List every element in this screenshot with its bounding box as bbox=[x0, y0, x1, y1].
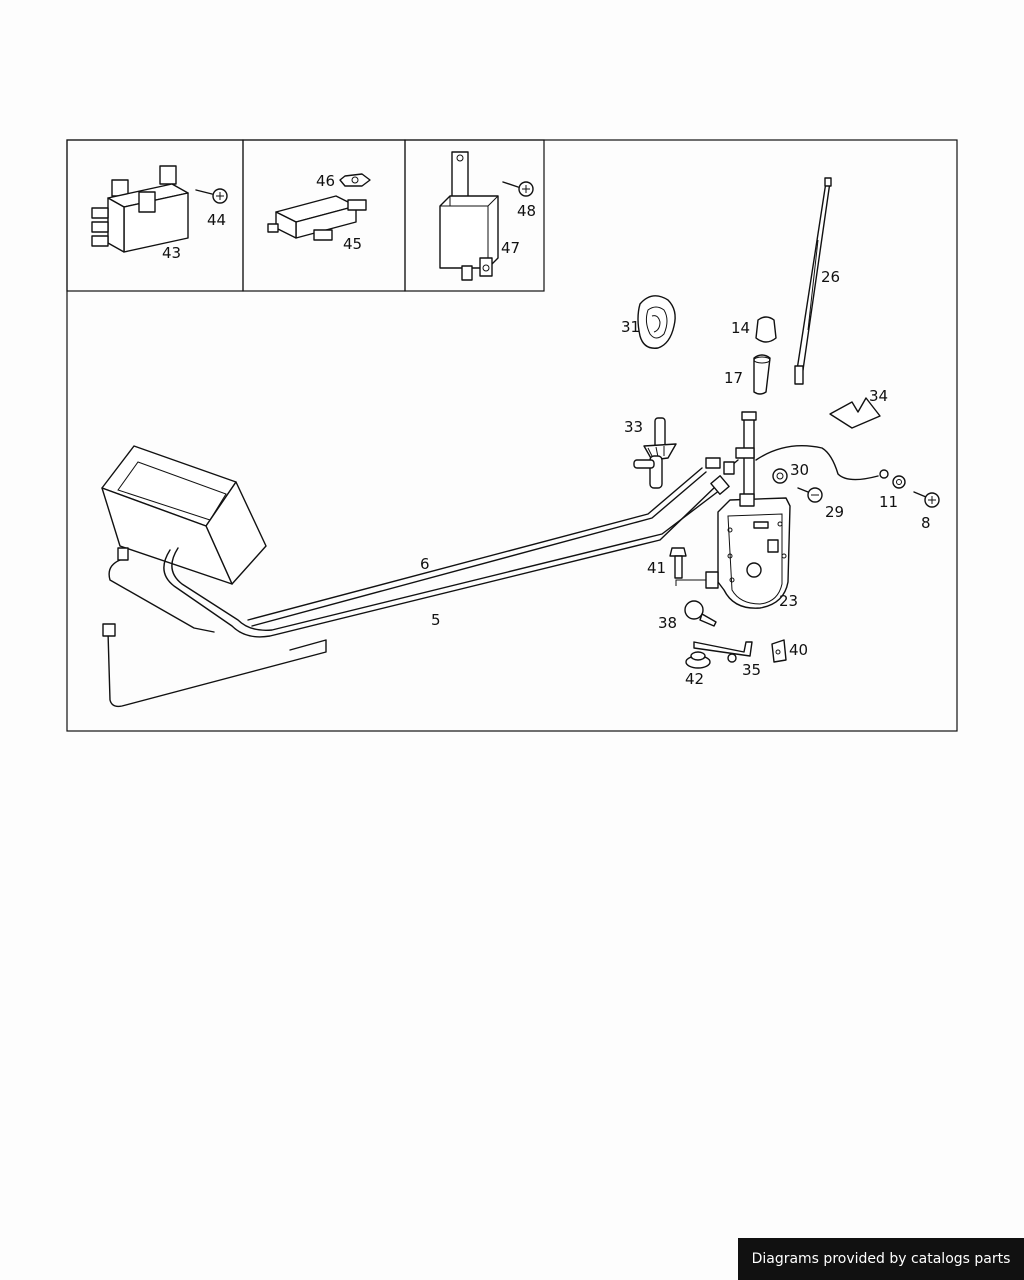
callout-40: 40 bbox=[789, 641, 808, 659]
callout-48: 48 bbox=[517, 202, 536, 220]
part-31-grommet bbox=[637, 295, 676, 349]
cable-6-inner bbox=[251, 471, 707, 627]
part-43-control-module bbox=[91, 165, 189, 253]
callout-26: 26 bbox=[821, 268, 840, 286]
cable-6 bbox=[247, 467, 703, 621]
callout-38: 38 bbox=[658, 614, 677, 632]
callout-43: 43 bbox=[162, 244, 181, 262]
part-23-antenna-housing bbox=[675, 411, 791, 609]
callout-11: 11 bbox=[879, 493, 898, 511]
callout-41: 41 bbox=[647, 559, 666, 577]
callout-47: 47 bbox=[501, 239, 520, 257]
wiring-harness-lower bbox=[108, 559, 215, 633]
part-48-screw bbox=[502, 181, 534, 197]
part-47-bracket-module bbox=[439, 151, 499, 281]
cable-6-connector bbox=[705, 457, 721, 469]
callout-14: 14 bbox=[731, 319, 750, 337]
credit-banner: Diagrams provided by catalogs parts bbox=[738, 1238, 1024, 1280]
inset-box-47 bbox=[404, 139, 545, 292]
callout-30: 30 bbox=[790, 461, 809, 479]
callout-5: 5 bbox=[431, 611, 441, 629]
harness-connector-bottom bbox=[102, 623, 116, 637]
callout-34: 34 bbox=[869, 387, 888, 405]
callout-17: 17 bbox=[724, 369, 743, 387]
callout-29: 29 bbox=[825, 503, 844, 521]
callout-35: 35 bbox=[742, 661, 761, 679]
part-35-strap-bracket bbox=[693, 641, 753, 663]
callout-42: 42 bbox=[685, 670, 704, 688]
callout-8: 8 bbox=[921, 514, 931, 532]
cable-5 bbox=[163, 485, 717, 638]
part-30-lock-washer bbox=[772, 468, 788, 484]
cable-5-connector bbox=[710, 475, 730, 495]
cable-5-inner bbox=[171, 489, 721, 631]
part-26-antenna-mast bbox=[794, 177, 832, 385]
callout-45: 45 bbox=[343, 235, 362, 253]
callout-46: 46 bbox=[316, 172, 335, 190]
part-8-screw bbox=[913, 491, 940, 508]
callout-6: 6 bbox=[420, 555, 430, 573]
part-11-washer bbox=[892, 475, 906, 489]
wiring-harness-ground bbox=[107, 631, 327, 708]
part-44-screw bbox=[195, 188, 228, 204]
callout-23: 23 bbox=[779, 592, 798, 610]
callout-31: 31 bbox=[621, 318, 640, 336]
part-40-clip bbox=[771, 639, 787, 663]
ground-strap-wire bbox=[755, 445, 879, 481]
part-29-screw bbox=[797, 487, 823, 503]
harness-connector-left bbox=[117, 547, 129, 561]
part-41-bolt bbox=[669, 547, 687, 579]
part-14-cap bbox=[755, 316, 777, 343]
part-38-bolt bbox=[684, 600, 717, 627]
part-46-nut bbox=[339, 173, 371, 187]
callout-44: 44 bbox=[207, 211, 226, 229]
part-17-sleeve bbox=[753, 354, 771, 395]
part-33-drain-valve bbox=[633, 417, 677, 489]
ground-strap-eyelet bbox=[879, 469, 889, 479]
callout-33: 33 bbox=[624, 418, 643, 436]
part-34-gasket-plate bbox=[829, 397, 881, 429]
part-45-module bbox=[267, 195, 367, 241]
radio-control-unit bbox=[101, 445, 267, 585]
part-42-grommet-nut bbox=[685, 651, 711, 669]
